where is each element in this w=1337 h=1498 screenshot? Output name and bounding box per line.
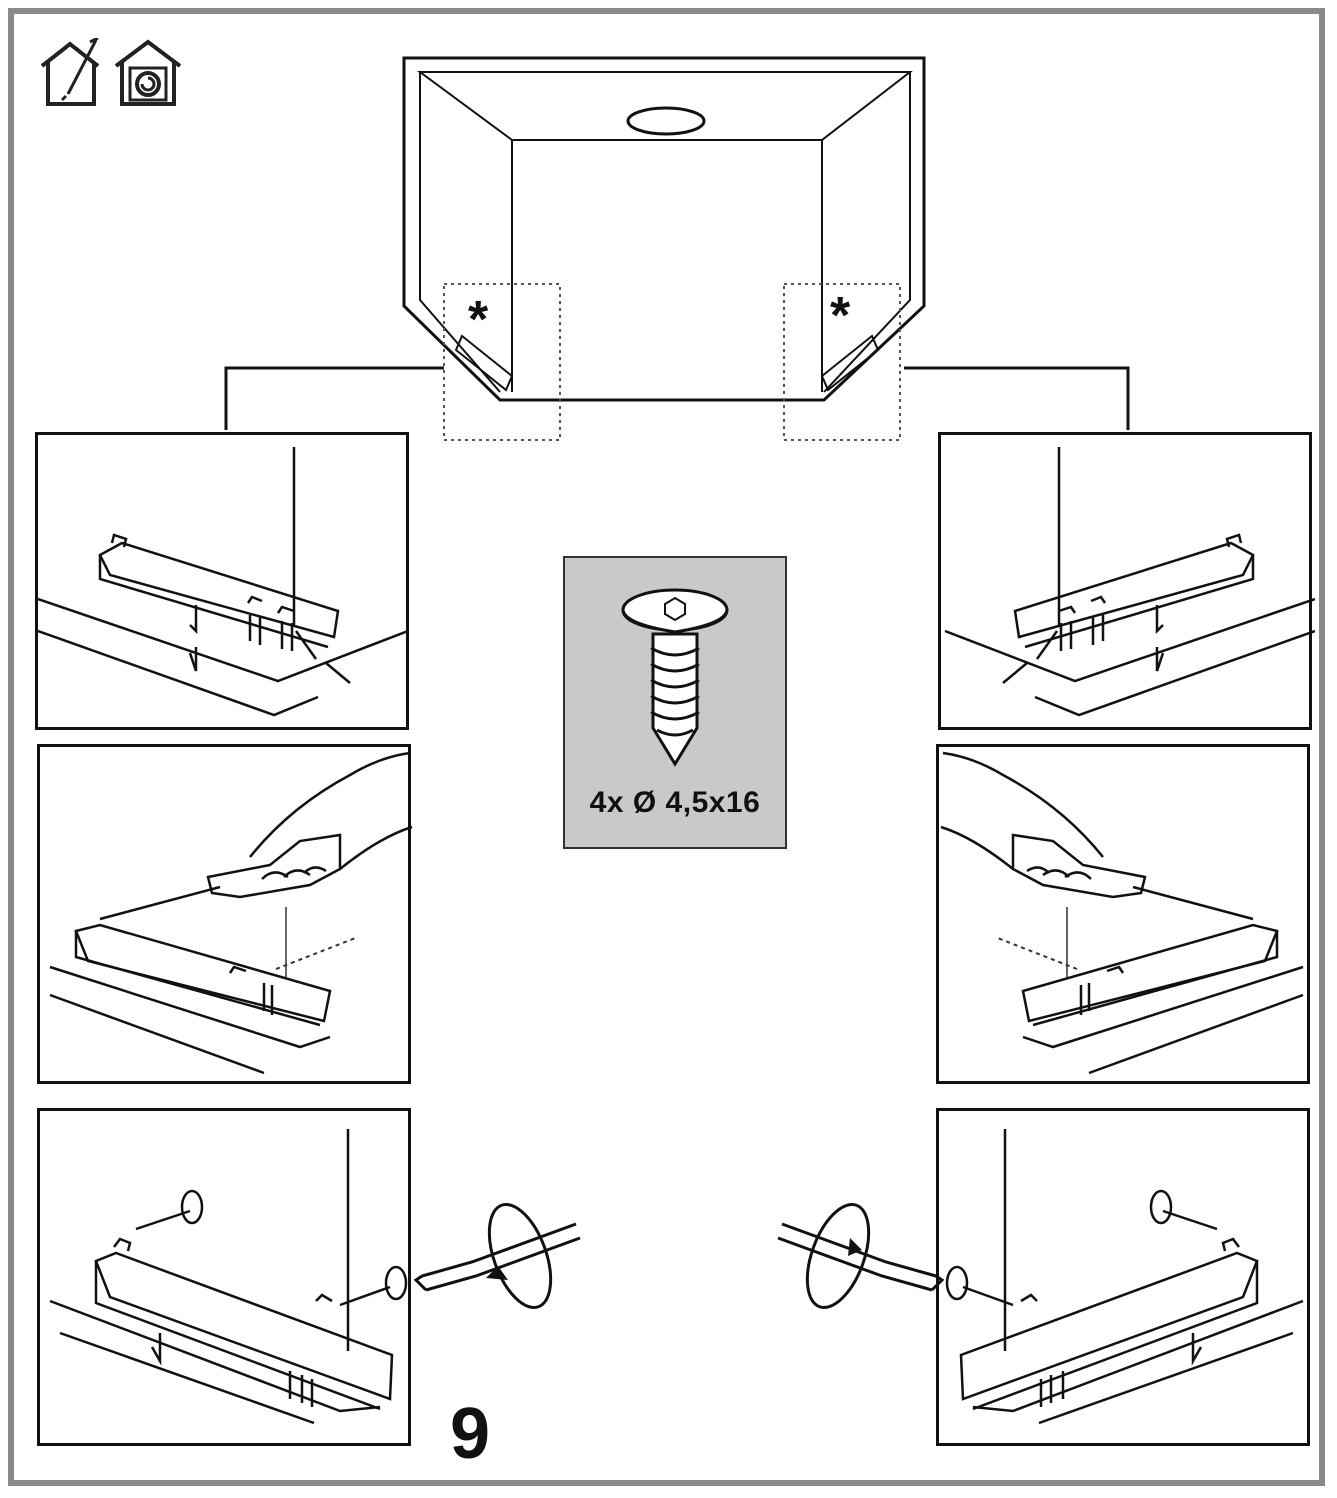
house-recirculation-icon <box>114 39 182 106</box>
page-frame <box>8 8 1325 1486</box>
bracket-position-detail-right <box>938 432 1315 730</box>
screwdriver-press-detail-left <box>37 744 413 1084</box>
step-number: 9 <box>450 1394 491 1474</box>
screw-spec-label: 4x Ø 4,5x16 <box>589 786 761 819</box>
screw-fixing-detail-right <box>936 1108 1310 1446</box>
screwdriver-press-detail-right <box>936 744 1310 1084</box>
hood-bottom-view <box>224 56 1130 441</box>
screw-fixing-detail-left <box>37 1108 411 1446</box>
house-tools-icon <box>40 38 100 106</box>
detail-marker-left: * <box>468 291 489 349</box>
screw-icon <box>621 588 729 767</box>
rotate-clockwise-right-icon <box>777 1202 945 1310</box>
bracket-position-detail-left <box>35 432 409 730</box>
rotate-clockwise-left-icon <box>413 1202 581 1310</box>
screw-spec-box: 4x Ø 4,5x16 <box>563 556 787 849</box>
detail-marker-right: * <box>830 287 851 345</box>
